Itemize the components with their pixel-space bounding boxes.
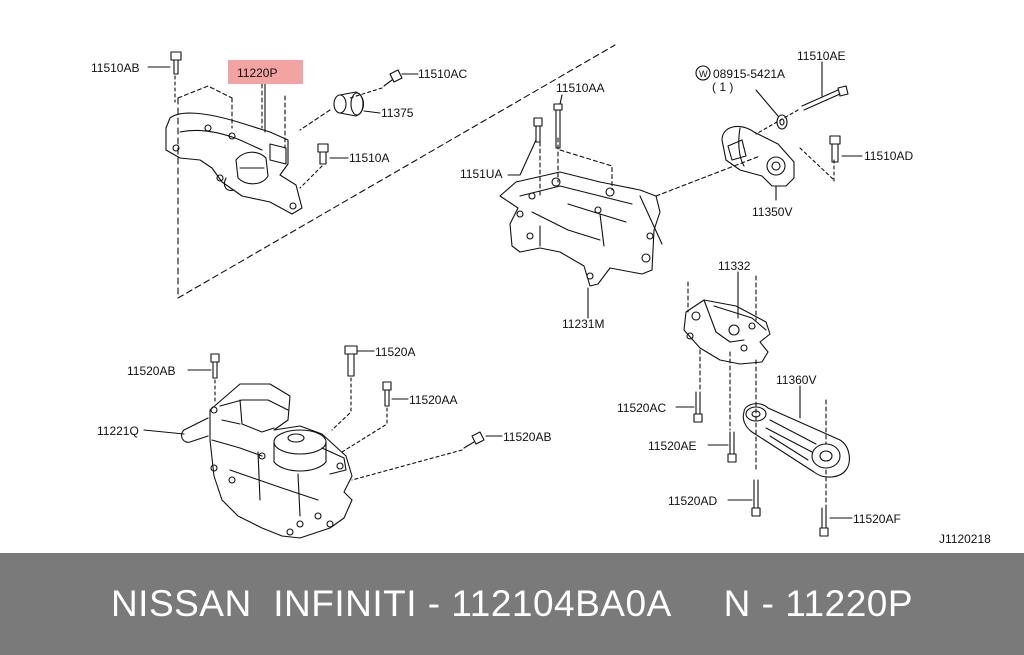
bracket-11332 <box>683 299 771 365</box>
bolt-11510AE <box>801 85 849 111</box>
label-11375: 11375 <box>381 106 414 120</box>
label-11520AA: 11520AA <box>409 393 458 407</box>
bolt-11520AC <box>693 391 703 423</box>
label-11510A: 11510A <box>349 151 389 165</box>
torque-rod-11360V <box>742 403 850 478</box>
bolt-11520AA <box>341 381 392 453</box>
bolt-11520AF <box>819 507 829 537</box>
bolt-11510AA <box>553 103 563 149</box>
label-11520AC: 11520AC <box>617 401 666 415</box>
bolt-11510AC <box>349 69 403 99</box>
label-11520A: 11520A <box>375 345 415 359</box>
label-11510AD: 11510AD <box>864 149 913 163</box>
label-11360V: 11360V <box>776 373 816 387</box>
label-11332: 11332 <box>718 259 751 273</box>
bolt-11520AB-left <box>210 353 220 405</box>
bolt-11520AB-right <box>351 431 485 481</box>
label-washer-qty: ( 1 ) <box>712 80 733 94</box>
washer-mark: W <box>699 69 708 79</box>
mount-bracket-11220P <box>165 112 303 215</box>
part-highlight <box>228 60 303 84</box>
label-11520AB-right: 11520AB <box>503 430 552 444</box>
label-11221Q: 11221Q <box>97 424 139 438</box>
label-11231M: 11231M <box>562 317 604 331</box>
label-11220P: 11220P <box>237 66 277 80</box>
bolt-1151UA <box>533 117 543 143</box>
footer-part-info: NISSAN INFINITI - 112104BA0A N - 11220P <box>110 583 914 624</box>
label-11520AB-left: 11520AB <box>127 364 176 378</box>
dashed-frame <box>177 44 616 299</box>
parts-diagram: 11510AB 11220P 11510AC 11375 11510A 1151… <box>91 44 992 546</box>
bracket-11221Q <box>181 383 353 539</box>
label-11520AE: 11520AE <box>648 439 697 453</box>
mount-insulator-11350V <box>721 125 795 187</box>
label-11510AE: 11510AE <box>797 49 846 63</box>
label-11510AC: 11510AC <box>418 67 467 81</box>
label-1151UA: 1151UA <box>460 167 502 181</box>
bolt-11510AD <box>829 135 841 163</box>
label-11510AB: 11510AB <box>91 61 140 75</box>
bolt-11520AD <box>751 479 761 517</box>
bolt-11510AB <box>170 51 182 103</box>
stopper-11375 <box>333 91 365 117</box>
label-11520AD: 11520AD <box>668 494 717 508</box>
bolt-11520AE <box>727 431 737 463</box>
diagram-ref-code: J1120218 <box>939 532 991 546</box>
label-11350V: 11350V <box>752 205 792 219</box>
bracket-11231M <box>499 171 663 287</box>
label-08915-5421A: 08915-5421A <box>713 67 785 81</box>
label-11520AF: 11520AF <box>853 512 901 526</box>
label-11510AA: 11510AA <box>556 81 605 95</box>
footer-banner: NISSAN INFINITI - 112104BA0A N - 11220P <box>0 553 1024 655</box>
washer-mark-icon <box>695 65 711 81</box>
bolt-11520A <box>331 345 358 431</box>
bolt-11510A <box>299 143 329 189</box>
